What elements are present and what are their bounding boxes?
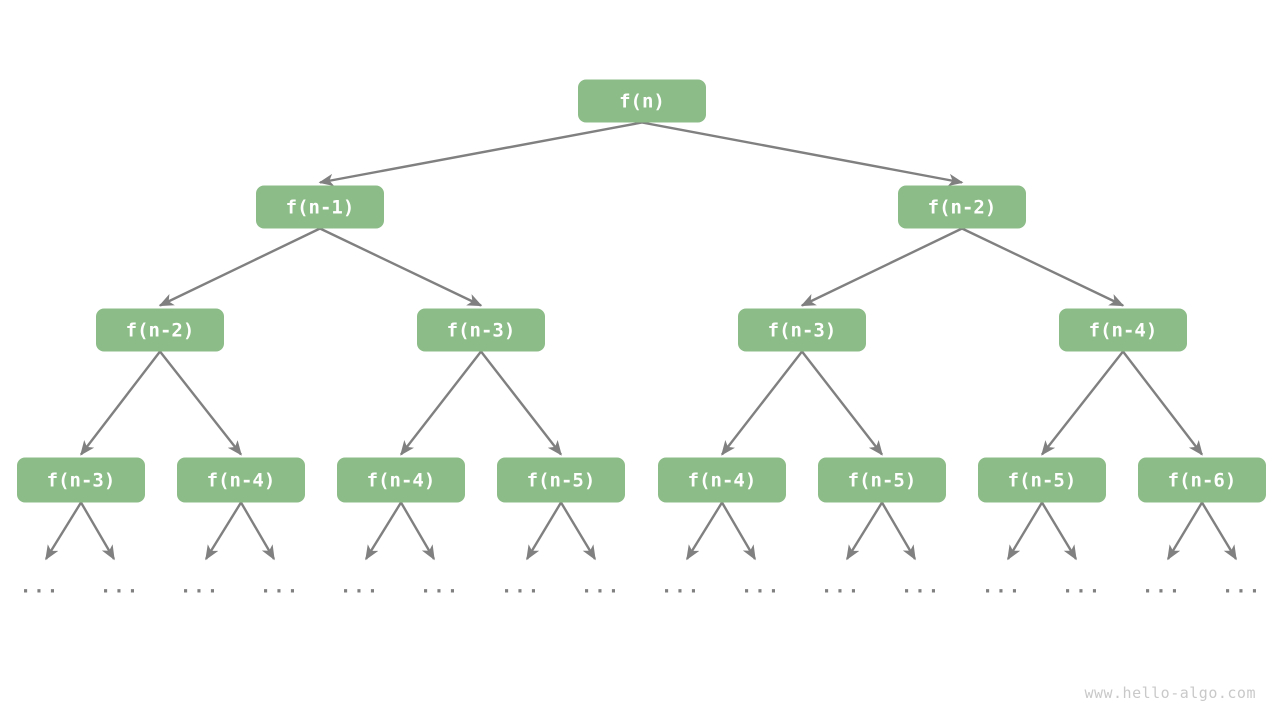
node-box [1059,308,1187,352]
ellipsis-label: ... [340,576,380,598]
ellipsis-label: ... [20,576,60,598]
node-box [738,308,866,352]
tree-node[interactable]: f(n-3) [738,308,866,352]
ellipsis-edge [204,501,243,561]
ellipsis-label: ... [100,576,140,598]
tree-node[interactable]: f(n-4) [658,457,786,503]
ellipsis-edge [1166,501,1204,561]
node-label: f(n) [619,91,665,113]
tree-edge [80,350,161,456]
node-box [96,308,224,352]
tree-node[interactable]: f(n-4) [337,457,465,503]
node-label: f(n-4) [1089,320,1158,342]
tree-edge [961,227,1125,307]
tree-node[interactable]: f(n-3) [17,457,145,503]
ellipsis-label: ... [1062,576,1102,598]
tree-edge [801,350,883,456]
ellipsis-edge [525,501,563,561]
ellipsis-edge [79,501,116,561]
node-label: f(n-3) [447,320,516,342]
ellipsis-edge [364,501,403,561]
node-box [818,457,946,503]
ellipsis-label: ... [1142,576,1182,598]
tree-edge [480,350,562,456]
ellipsis-label: ... [1222,576,1262,598]
tree-node[interactable]: f(n) [578,79,706,123]
ellipsis-edge [685,501,724,561]
tree-edge [319,227,483,307]
tree-node[interactable]: f(n-1) [256,185,384,229]
ellipsis-label: ... [741,576,781,598]
ellipsis-edge [880,501,917,561]
ellipsis-label: ... [661,576,701,598]
tree-edge [400,350,482,456]
node-label: f(n-4) [688,470,757,492]
node-box [1138,457,1266,503]
ellipsis-edge [845,501,884,561]
node-label: f(n-5) [527,470,596,492]
tree-node[interactable]: f(n-5) [818,457,946,503]
tree-node[interactable]: f(n-3) [417,308,545,352]
node-label: f(n-6) [1168,470,1237,492]
node-label: f(n-1) [286,197,355,219]
ellipsis-edge [559,501,597,561]
tree-node[interactable]: f(n-6) [1138,457,1266,503]
ellipsis-edges-layer [44,501,1238,561]
node-box [177,457,305,503]
node-label: f(n-2) [126,320,195,342]
node-label: f(n-5) [1008,470,1077,492]
tree-edge [721,350,803,456]
ellipsis-edge [720,501,757,561]
node-box [658,457,786,503]
ellipsis-label: ... [821,576,861,598]
nodes-layer: f(n) f(n-1) f(n-2) f(n-2) f(n-3) f(n-3) f(n-4)… [17,79,1266,503]
tree-node[interactable]: f(n-5) [497,457,625,503]
ellipsis-label: ... [260,576,300,598]
tree-node[interactable]: f(n-4) [177,457,305,503]
tree-node[interactable]: f(n-5) [978,457,1106,503]
ellipsis-label: ... [581,576,621,598]
node-label: f(n-3) [768,320,837,342]
node-box [337,457,465,503]
ellipsis-edge [399,501,436,561]
node-box [898,185,1026,229]
ellipsis-label: ... [501,576,541,598]
node-label: f(n-2) [928,197,997,219]
node-label: f(n-4) [207,470,276,492]
tree-edge [1122,350,1203,456]
ellipsis-layer: ........................................… [20,576,1262,598]
ellipsis-edge [1200,501,1238,561]
tree-edge [318,121,643,187]
node-box [17,457,145,503]
node-box [256,185,384,229]
ellipsis-label: ... [420,576,460,598]
tree-edge [641,121,964,187]
ellipsis-label: ... [901,576,941,598]
ellipsis-edge [239,501,276,561]
node-label: f(n-5) [848,470,917,492]
tree-node[interactable]: f(n-2) [96,308,224,352]
watermark: www.hello-algo.com [1084,684,1256,702]
node-label: f(n-3) [47,470,116,492]
node-box [578,79,706,123]
tree-node[interactable]: f(n-4) [1059,308,1187,352]
node-label: f(n-4) [367,470,436,492]
ellipsis-label: ... [982,576,1022,598]
ellipsis-label: ... [180,576,220,598]
edges-layer [80,121,1203,456]
ellipsis-edge [1006,501,1044,561]
tree-edge [800,227,963,307]
node-box [417,308,545,352]
ellipsis-edge [44,501,83,561]
node-box [497,457,625,503]
ellipsis-edge [1040,501,1078,561]
tree-edge [1041,350,1124,456]
tree-edge [158,227,321,307]
tree-edge [159,350,242,456]
tree-node[interactable]: f(n-2) [898,185,1026,229]
node-box [978,457,1106,503]
